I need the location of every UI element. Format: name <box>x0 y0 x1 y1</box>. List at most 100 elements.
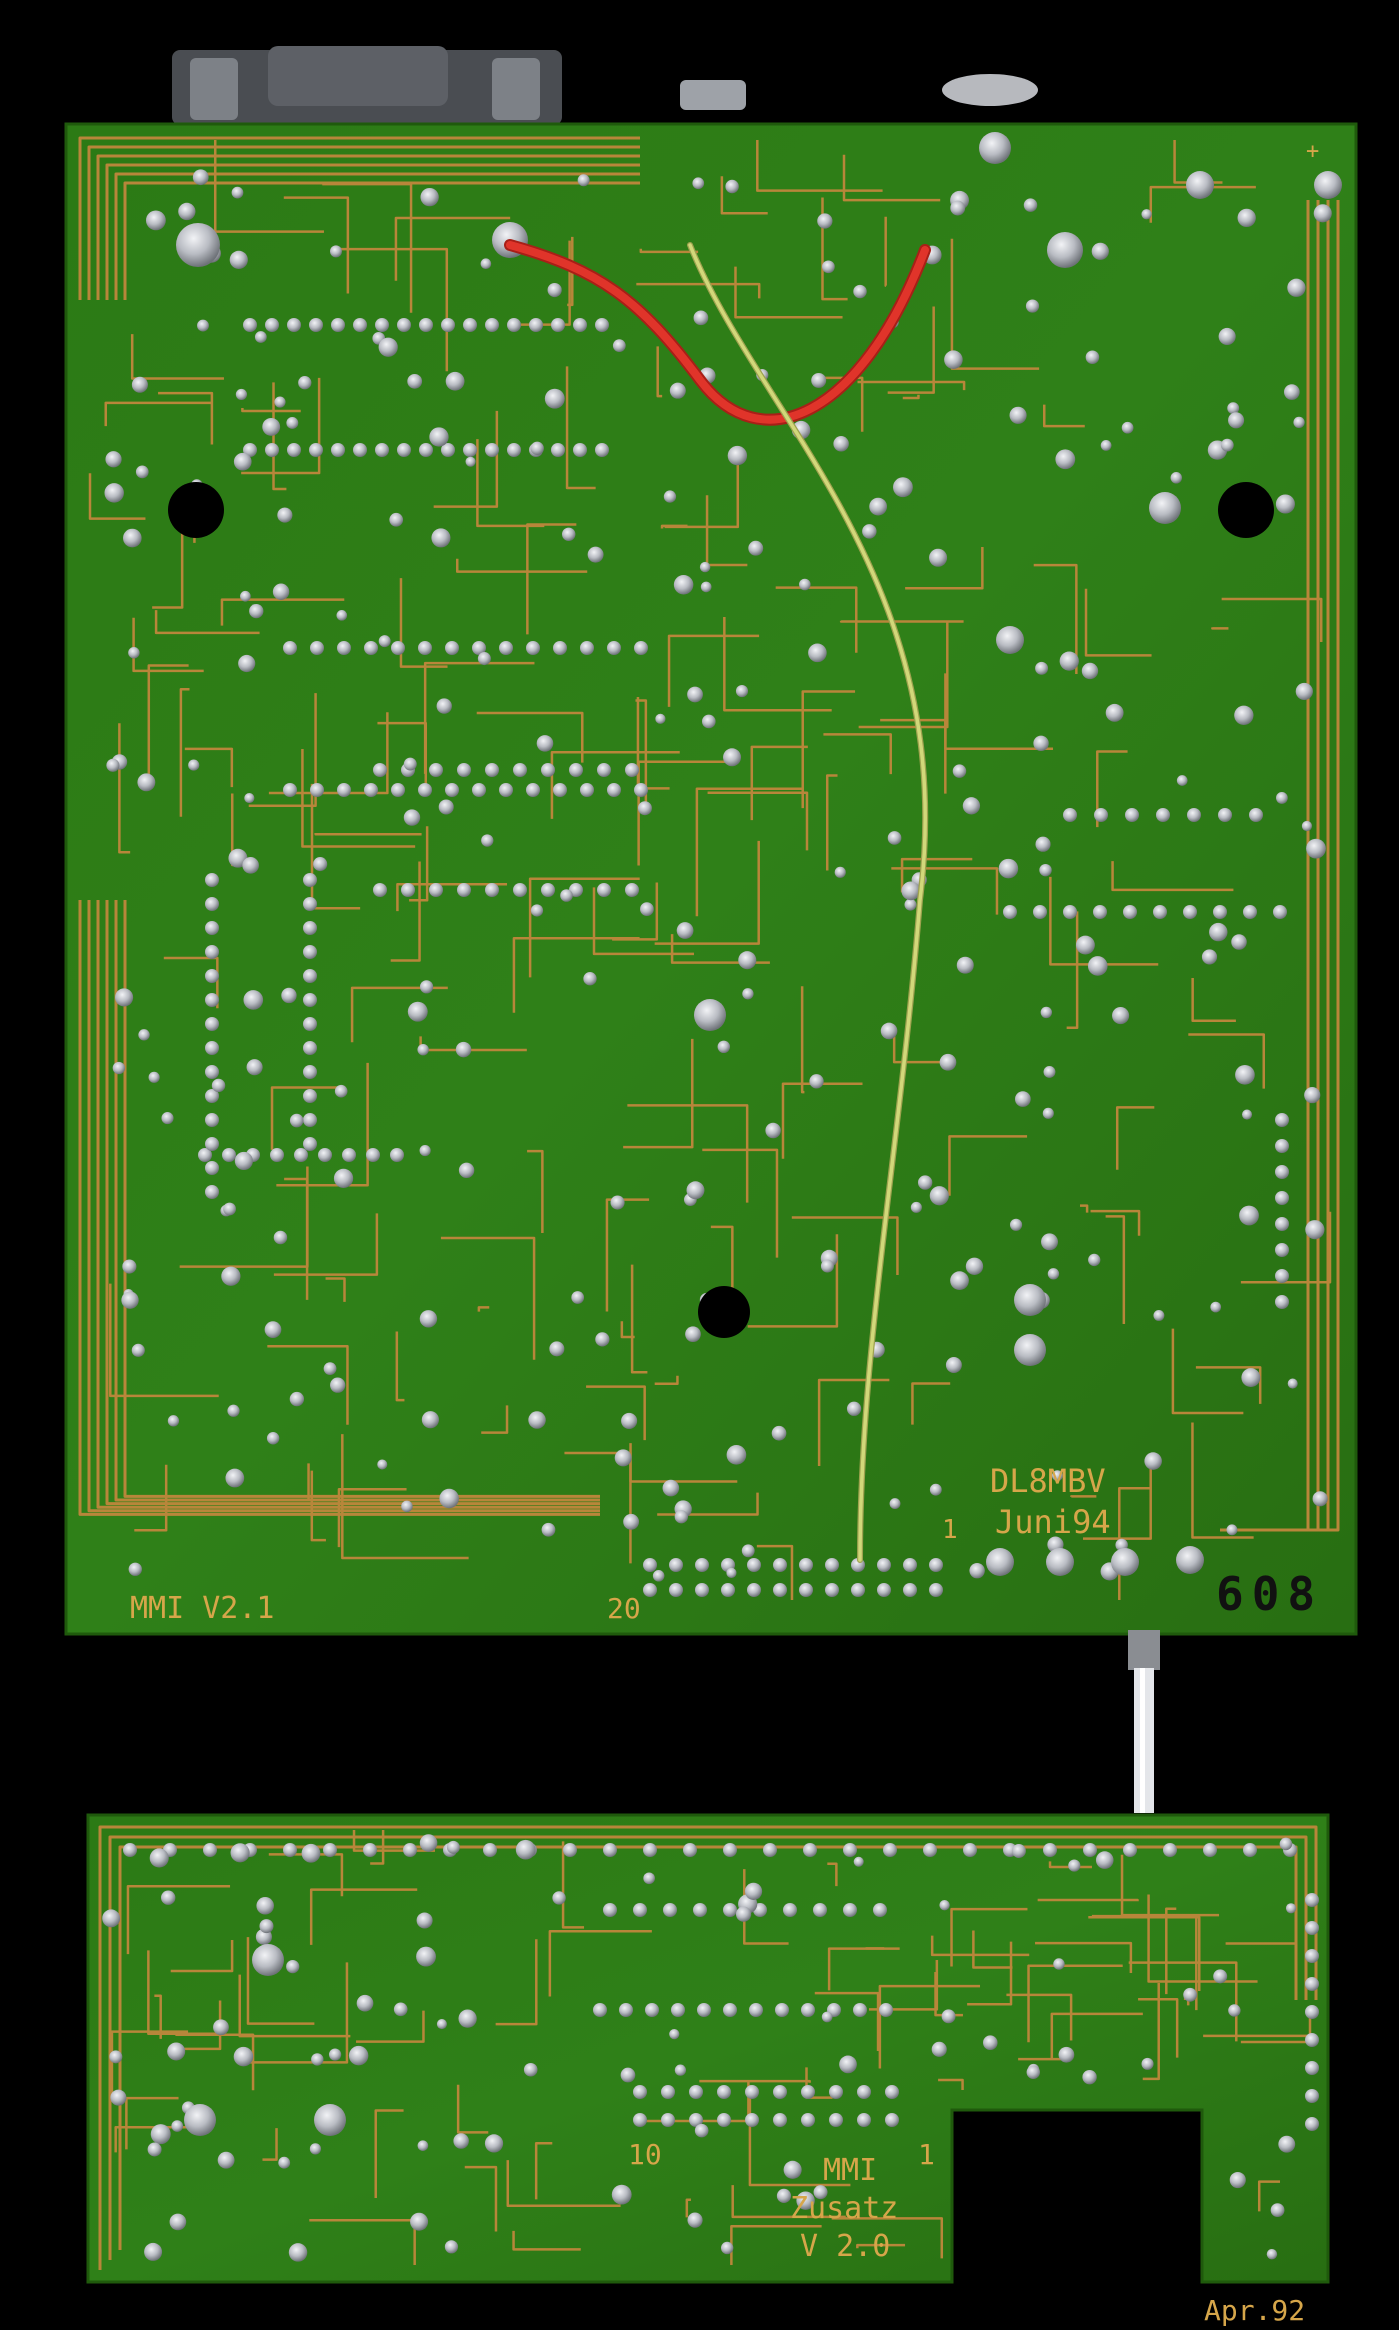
solder-pad <box>419 1310 438 1328</box>
copper-trace <box>325 1277 346 1302</box>
copper-trace <box>356 2010 425 2043</box>
solder-pad <box>643 1558 657 1572</box>
solder-pad <box>853 284 867 299</box>
solder-pad <box>1041 1233 1058 1251</box>
solder-pad <box>377 1459 388 1470</box>
solder-pad <box>259 1919 274 1934</box>
solder-pad <box>298 376 312 390</box>
solder-pad <box>1229 2171 1246 2189</box>
solder-pad <box>104 483 124 503</box>
solder-pad <box>274 396 286 408</box>
copper-trace <box>801 690 856 809</box>
solder-pad <box>150 2124 171 2145</box>
copper-trace <box>506 2160 621 2208</box>
solder-pad <box>205 873 219 887</box>
solder-pad <box>225 1468 245 1488</box>
solder-pad <box>735 1906 752 1922</box>
top-connectors <box>172 46 1038 125</box>
solder-pad <box>243 318 257 332</box>
solder-pad <box>457 883 471 897</box>
solder-pad <box>643 1843 657 1857</box>
solder-pad <box>1088 1253 1101 1267</box>
copper-trace <box>337 1487 407 1548</box>
solder-pad <box>391 783 405 797</box>
solder-pad <box>817 213 833 229</box>
solder-pad <box>391 641 405 655</box>
solder-pad <box>553 783 567 797</box>
solder-pad <box>1100 440 1112 451</box>
copper-trace <box>911 1382 951 1425</box>
solder-pad <box>1081 662 1099 680</box>
solder-pad <box>288 2243 308 2262</box>
plus-mark: + <box>1306 139 1319 164</box>
solder-pad <box>314 2104 346 2136</box>
solder-pad <box>1279 1837 1293 1851</box>
solder-pad <box>1218 808 1232 822</box>
copper-trace <box>78 900 600 1516</box>
copper-trace <box>163 956 219 1009</box>
solder-pad <box>843 1843 857 1857</box>
addon-name-line2: Zusatz <box>790 2191 898 2226</box>
solder-pad <box>1305 2089 1319 2103</box>
copper-trace <box>242 1962 349 2064</box>
copper-trace <box>88 473 146 520</box>
solder-pad <box>378 337 398 357</box>
solder-pad <box>749 2003 763 2017</box>
solder-pad <box>530 904 544 917</box>
solder-pad <box>1058 2046 1075 2063</box>
solder-pad <box>857 2113 871 2127</box>
solder-pad <box>923 1843 937 1857</box>
solder-pad <box>529 318 543 332</box>
solder-pad <box>741 1544 755 1558</box>
solder-pad <box>246 1059 263 1076</box>
solder-pad <box>485 318 499 332</box>
solder-pad <box>1063 905 1077 919</box>
solder-pad <box>252 1944 284 1976</box>
copper-trace <box>842 154 941 202</box>
solder-pad <box>853 2003 867 2017</box>
copper-trace <box>756 1544 794 1600</box>
solder-pad <box>645 2003 659 2017</box>
copper-trace <box>950 1907 1028 1967</box>
solder-pad <box>763 1843 777 1857</box>
solder-pad <box>801 2113 815 2127</box>
solder-pad <box>455 1041 472 1058</box>
solder-pad <box>843 1903 857 1917</box>
solder-pad <box>541 883 555 897</box>
solder-pad <box>809 1074 824 1089</box>
solder-pad <box>1226 1524 1238 1536</box>
copper-trace <box>967 1941 1013 2006</box>
copper-trace <box>147 1950 226 2035</box>
solder-pad <box>643 1872 655 1885</box>
solder-pad <box>1149 492 1181 524</box>
solder-pad <box>523 2062 538 2077</box>
solder-pad <box>421 1411 439 1429</box>
solder-pad <box>885 2113 899 2127</box>
solder-pad <box>205 1137 219 1151</box>
copper-trace <box>154 1994 162 2039</box>
solder-pad <box>643 1583 657 1597</box>
solder-pad <box>929 1558 943 1572</box>
solder-pad <box>796 2191 815 2210</box>
solder-pad <box>1183 1987 1198 2002</box>
solder-pad <box>610 1195 625 1210</box>
solder-pad <box>465 456 476 467</box>
solder-pad <box>1210 1301 1222 1313</box>
solder-pad <box>661 2113 675 2127</box>
solder-pad <box>1082 2069 1097 2085</box>
solder-pad <box>747 1558 761 1572</box>
solder-pad <box>717 2085 731 2099</box>
solder-pad <box>109 2050 123 2064</box>
solder-pad <box>417 2140 429 2151</box>
solder-pad <box>1153 905 1167 919</box>
solder-pad <box>669 382 686 399</box>
solder-pad <box>264 1321 282 1338</box>
copper-trace <box>495 1939 538 2026</box>
solder-pad <box>1055 449 1076 470</box>
solder-pad <box>1047 232 1083 268</box>
solder-pad <box>353 443 367 457</box>
solder-pad <box>1239 1205 1259 1226</box>
solder-pad <box>205 1161 219 1175</box>
solder-pad <box>1035 836 1051 852</box>
copper-trace <box>1115 1106 1155 1170</box>
